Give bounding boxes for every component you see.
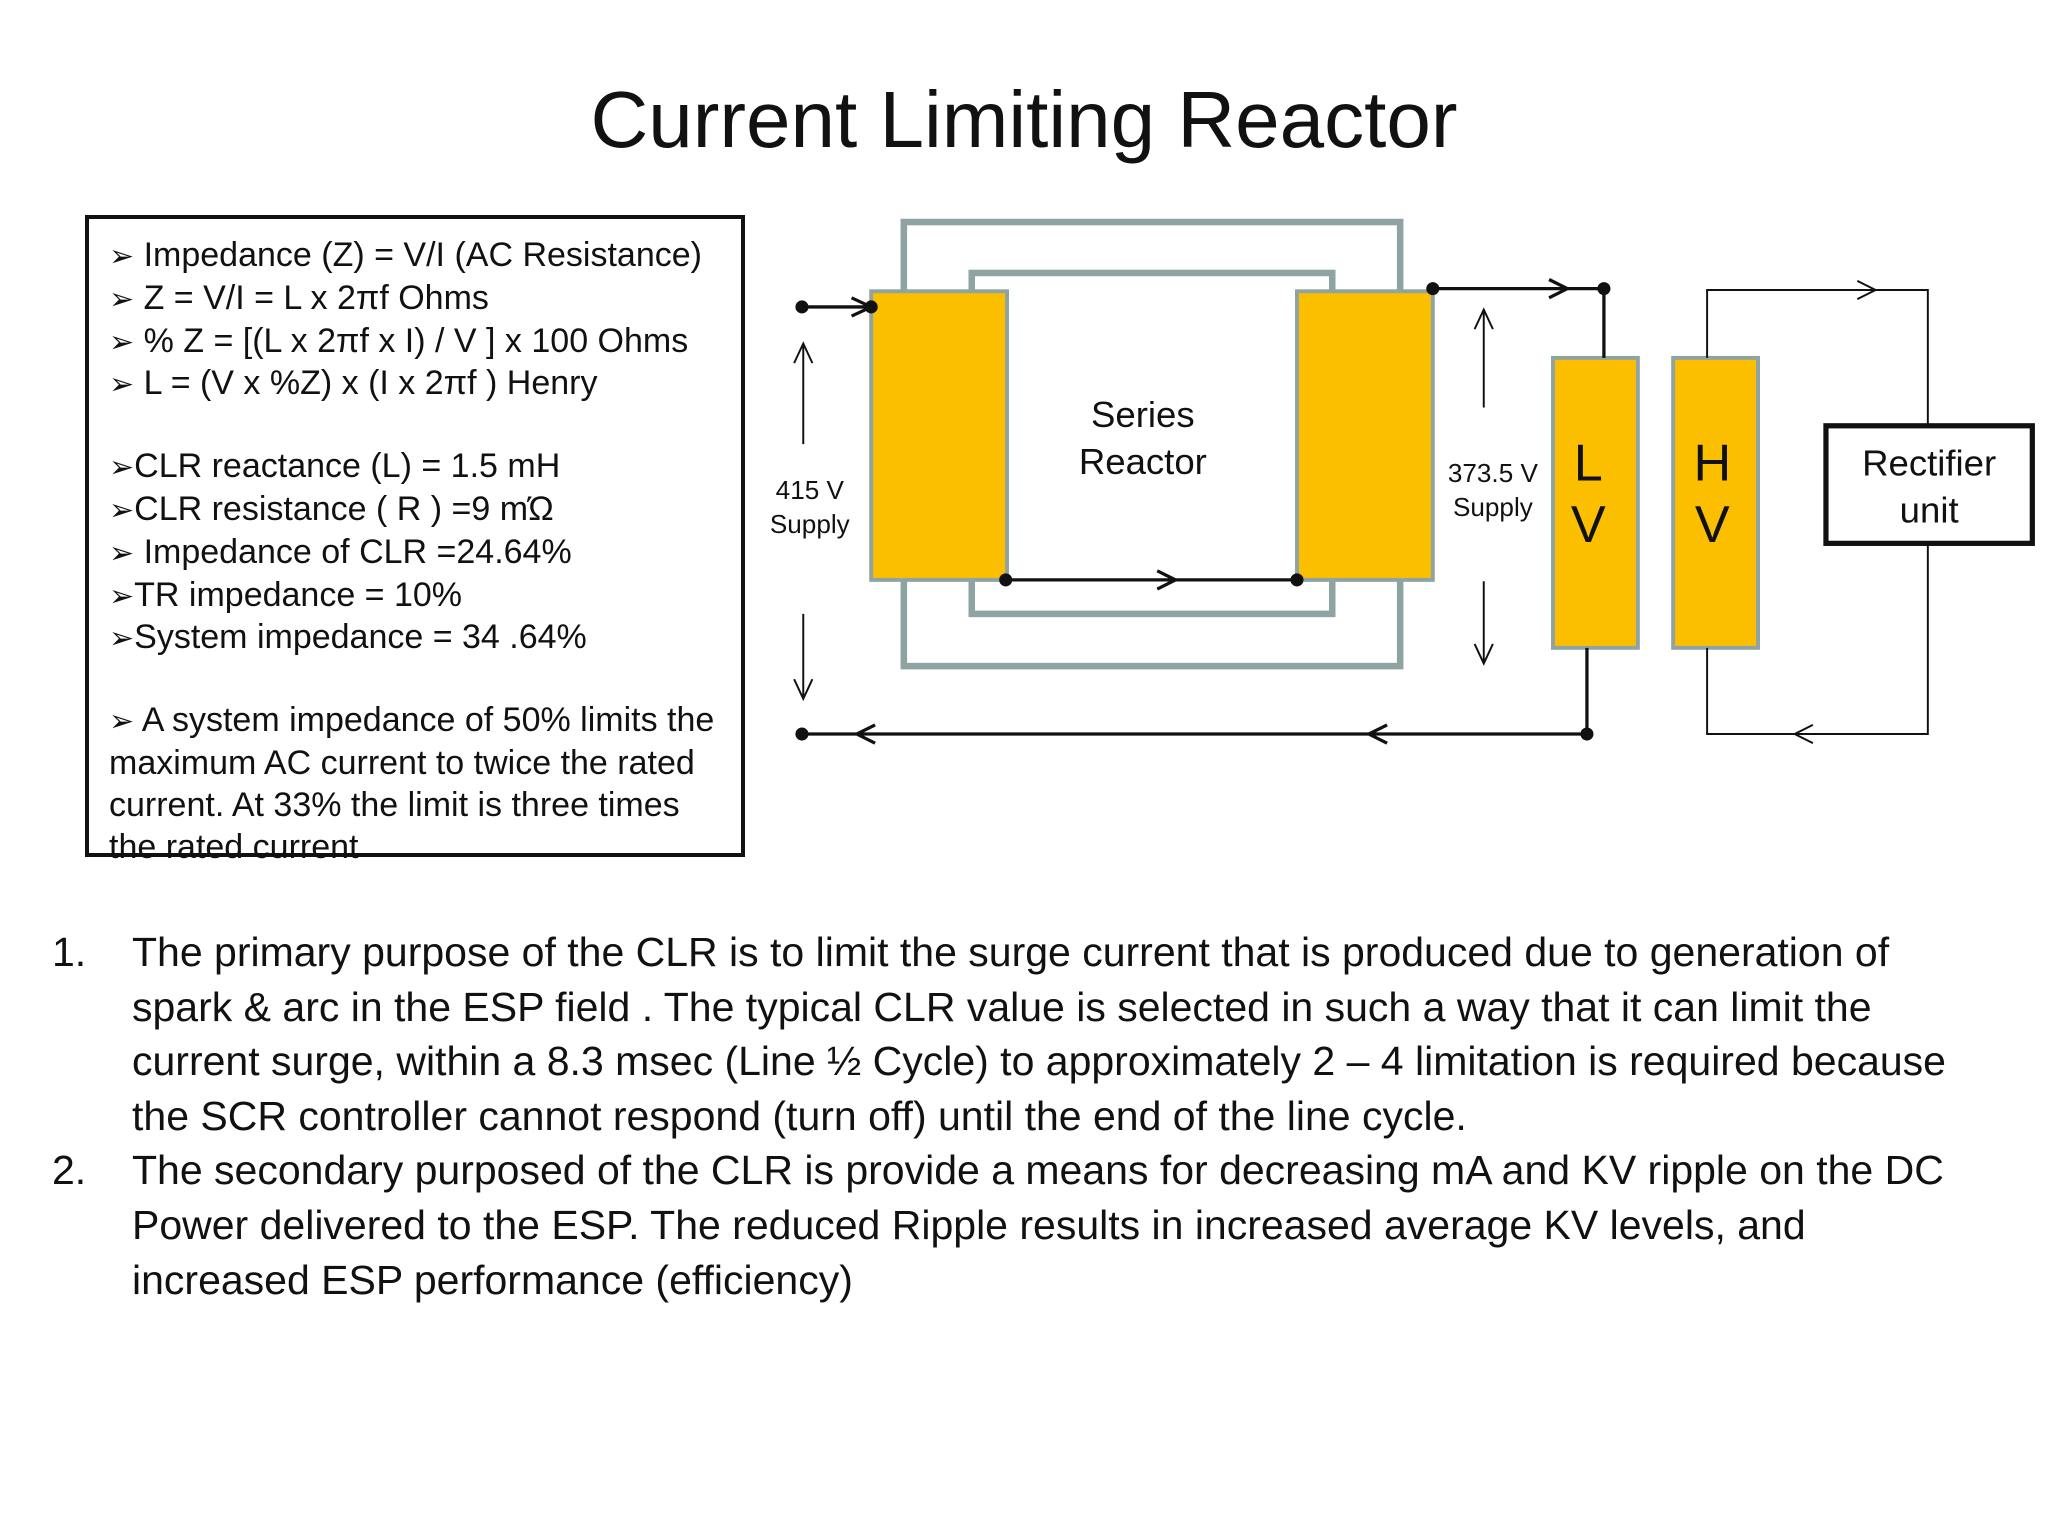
output-voltage-up-arrow: [1473, 307, 1494, 408]
lv-label: L: [1574, 435, 1603, 493]
output-wire: [1432, 278, 1606, 358]
hv-label: V: [1695, 496, 1730, 554]
value-line: ➢TR impedance = 10%: [109, 575, 463, 614]
output-supply-label: Supply: [1453, 492, 1533, 522]
bullet-icon: ➢: [109, 367, 135, 403]
output-voltage-down-arrow: [1473, 581, 1494, 666]
list-number: 1.: [52, 929, 87, 975]
impedance-note: ➢ A system impedance of 50% limits the m…: [109, 701, 715, 866]
hv-winding: [1671, 355, 1760, 650]
list-text: The primary purpose of the CLR is to lim…: [132, 929, 1946, 1139]
bullet-icon: ➢: [109, 450, 135, 486]
formula-line: ➢ L = (V x %Z) x (I x 2πf ) Henry: [109, 364, 598, 403]
hv-label: H: [1693, 435, 1731, 493]
lv-winding: [1551, 355, 1640, 650]
list-text: The secondary purposed of the CLR is pro…: [132, 1147, 1944, 1303]
junction-dot: [795, 727, 809, 741]
bullet-icon: ➢: [109, 621, 135, 657]
junction-dot: [864, 300, 878, 314]
input-wire: [801, 296, 876, 318]
value-line: ➢CLR reactance (L) = 1.5 mH: [109, 447, 561, 486]
hv-loop-wire: [1706, 279, 1929, 745]
notes-list: 1. The primary purpose of the CLR is to l…: [52, 925, 1982, 1307]
input-voltage-up-arrow: [793, 341, 814, 445]
list-number: 2.: [52, 1147, 87, 1194]
value-line: ➢System impedance = 34 .64%: [109, 618, 587, 657]
junction-dot: [795, 300, 809, 314]
return-wire: [801, 647, 1589, 745]
junction-dot: [999, 573, 1013, 587]
bullet-icon: ➢: [109, 704, 135, 740]
rectifier-box: [1823, 423, 2035, 546]
rectifier-label: unit: [1900, 489, 1959, 530]
formula-box: ➢ Impedance (Z) = V/I (AC Resistance) ➢ …: [85, 215, 745, 866]
bullet-icon: ➢: [109, 239, 135, 274]
formula-line: ➢ Impedance (Z) = V/I (AC Resistance): [109, 236, 702, 274]
series-reactor-label: Reactor: [1079, 441, 1207, 482]
output-voltage-label: 373.5 V: [1448, 458, 1539, 488]
value-line: ➢CLR resistance ( R ) =9 mΏ: [109, 489, 554, 528]
coil-link-wire: [1005, 569, 1297, 591]
right-coil: [1295, 289, 1435, 582]
lv-label: V: [1571, 496, 1606, 554]
junction-dot: [1426, 282, 1440, 296]
bullet-icon: ➢: [109, 535, 135, 571]
bullet-icon: ➢: [109, 578, 135, 614]
junction-dot: [1290, 573, 1304, 587]
junction-dot: [1580, 727, 1594, 741]
bullet-icon: ➢: [109, 281, 135, 317]
left-coil: [869, 289, 1009, 582]
list-item: 1. The primary purpose of the CLR is to l…: [52, 925, 1982, 1143]
formula-line: ➢ Z = V/I = L x 2πf Ohms: [109, 278, 489, 317]
input-voltage-label: 415 V: [776, 475, 845, 505]
input-supply-label: Supply: [770, 509, 850, 539]
value-line: ➢ Impedance of CLR =24.64%: [109, 532, 572, 571]
formula-line: ➢ % Z = [(L x 2πf x I) / V ] x 100 Ohms: [109, 321, 689, 360]
list-item: 2. The secondary purposed of the CLR is p…: [52, 1143, 1982, 1307]
bullet-icon: ➢: [109, 324, 135, 360]
series-reactor-label: Series: [1091, 394, 1195, 435]
junction-dot: [1597, 282, 1611, 296]
page-title: Current Limiting Reactor: [590, 75, 1458, 164]
bullet-icon: ➢: [109, 492, 135, 528]
input-voltage-down-arrow: [793, 613, 814, 702]
rectifier-label: Rectifier: [1862, 442, 1996, 483]
